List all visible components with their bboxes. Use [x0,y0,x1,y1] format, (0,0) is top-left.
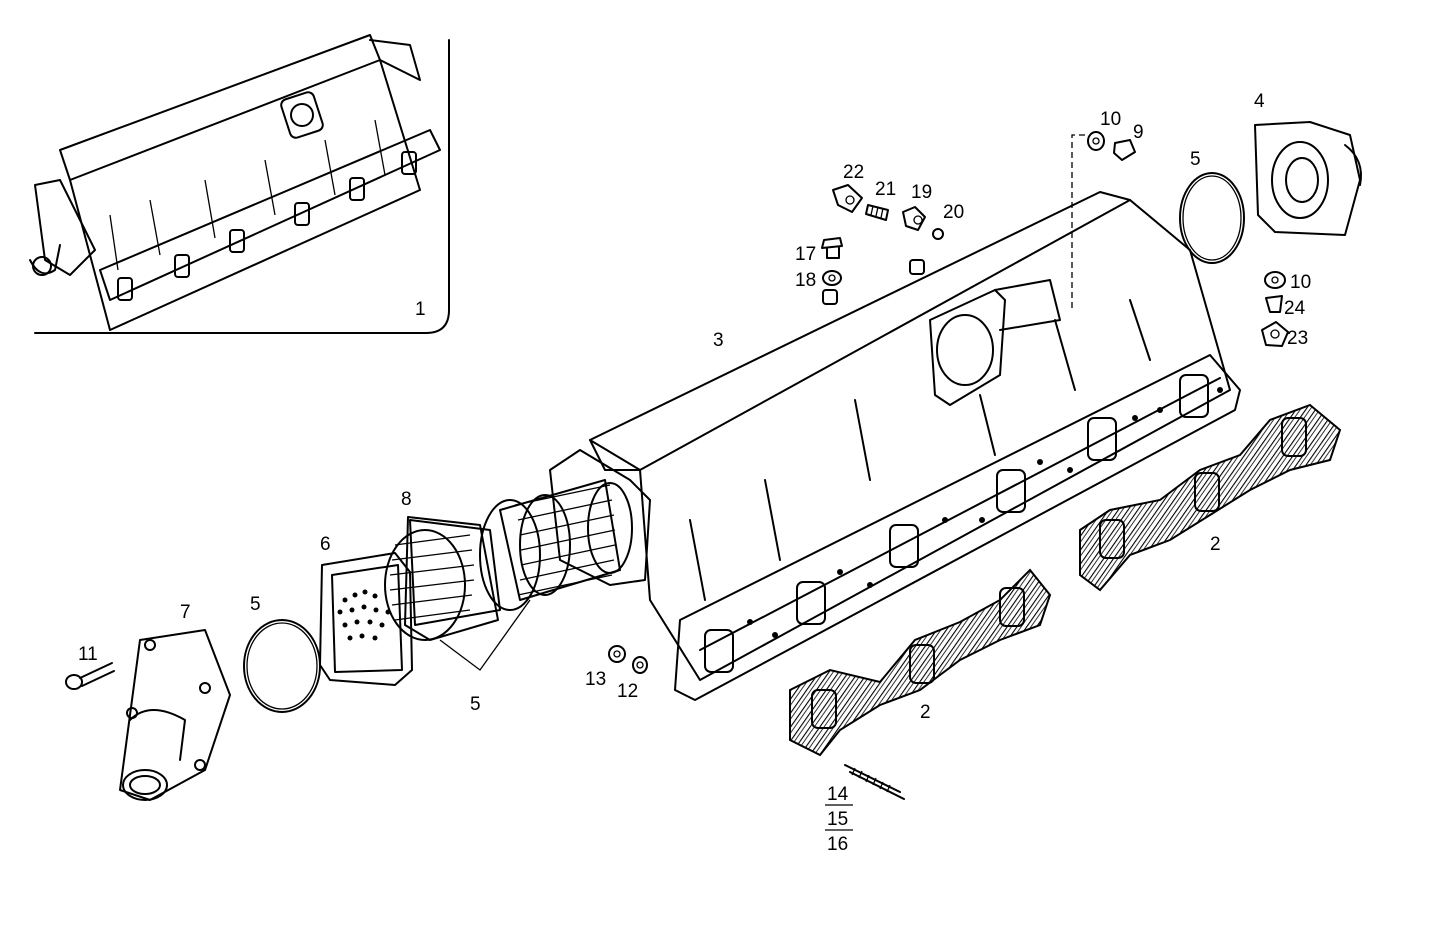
cap-22 [832,184,863,213]
end-plate [319,552,413,686]
assembly-inset [29,34,450,334]
plug-17 [821,237,843,259]
callout-10-top: 10 [1100,109,1121,130]
plug-9 [1113,139,1136,161]
callout-3: 3 [713,330,724,351]
callout-12: 12 [617,681,638,702]
callout-9: 9 [1133,122,1144,143]
callout-8: 8 [401,489,412,510]
callout-5-core: 5 [470,694,481,715]
callout-11: 11 [78,644,98,665]
callout-17: 17 [795,244,816,265]
intake-manifold [549,191,1241,701]
end-cover-left [119,629,231,801]
end-cover-right [1254,121,1362,236]
callout-2-front: 2 [920,702,931,723]
callout-23: 23 [1287,328,1308,349]
callout-24: 24 [1284,298,1306,319]
washer-10-side [1264,271,1286,289]
callout-7: 7 [180,602,191,623]
nut-13 [608,645,626,663]
core-stack [384,479,633,671]
callout-14: 14 [827,784,849,805]
gasket-front-ports [811,587,1025,729]
oring-left [243,619,321,713]
washer-10-top [1087,131,1105,151]
oring-right [1179,172,1245,264]
fitting-19 [902,206,926,231]
callout-16: 16 [827,834,848,855]
nipple-21 [865,204,889,221]
callout-18: 18 [795,270,816,291]
callout-22: 22 [843,162,864,183]
callout-20: 20 [943,202,964,223]
callout-10-side: 10 [1290,272,1311,293]
callout-4: 4 [1254,91,1265,112]
washer-12 [632,656,648,674]
callout-19: 19 [911,182,932,203]
callout-5-right: 5 [1190,149,1201,170]
callout-5-left: 5 [250,594,261,615]
callout-1: 1 [415,299,426,320]
nipple-23 [1261,321,1289,347]
callout-6: 6 [320,534,331,555]
callout-2-rear: 2 [1210,534,1221,555]
plug-24 [1265,295,1283,313]
callout-21: 21 [875,179,896,200]
callout-13: 13 [585,669,606,690]
callout-15: 15 [827,809,848,830]
washer-20 [932,228,944,240]
core-gasket [404,516,499,641]
screw-11 [65,662,115,690]
gasket-rear-ports [1099,417,1307,559]
gasket-front [789,568,1052,757]
gasket-rear [1079,403,1342,592]
stud-14-16 [844,764,905,800]
washer-18 [822,270,842,286]
